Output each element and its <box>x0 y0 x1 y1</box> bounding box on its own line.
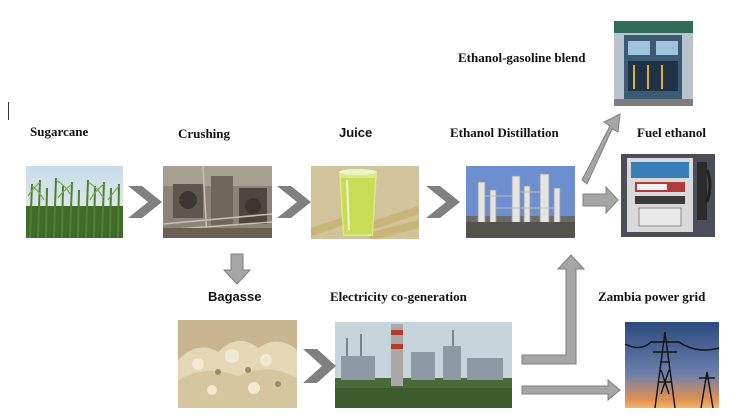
distillation-photo <box>466 166 575 238</box>
chevron-crushing-to-juice <box>277 186 311 218</box>
blend-pump-photo <box>614 21 693 106</box>
arrow-distillation-to-blend <box>581 113 621 185</box>
arrow-crushing-to-bagasse <box>222 253 252 285</box>
chevron-sugarcane-to-crushing <box>128 186 162 218</box>
label-crushing: Crushing <box>178 126 231 141</box>
power-grid-photo <box>625 322 719 408</box>
arrow-cogeneration-to-distillation <box>521 254 586 365</box>
cogeneration-photo <box>335 322 512 408</box>
arrow-cogeneration-to-power-grid <box>521 378 621 402</box>
label-bagasse: Bagasse <box>208 289 262 304</box>
label-sugarcane: Sugarcane <box>30 124 89 139</box>
sugarcane-photo <box>26 166 123 238</box>
label-zambia-power-grid: Zambia power grid <box>598 289 706 304</box>
text-cursor <box>8 102 9 120</box>
chevron-bagasse-to-cogeneration <box>303 349 336 383</box>
label-ethanol-gasoline-blend: Ethanol-gasoline blend <box>458 50 586 65</box>
bagasse-photo <box>178 320 297 408</box>
juice-photo <box>311 166 419 239</box>
crushing-photo <box>163 166 272 238</box>
arrow-distillation-to-fuel-ethanol <box>582 185 619 215</box>
label-juice: Juice <box>339 125 373 140</box>
chevron-juice-to-distillation <box>426 186 460 218</box>
label-ethanol-distillation: Ethanol Distillation <box>450 125 559 140</box>
fuel-pump-photo <box>621 154 715 237</box>
label-electricity-cogeneration: Electricity co-generation <box>330 289 467 304</box>
label-fuel-ethanol: Fuel ethanol <box>637 125 706 140</box>
